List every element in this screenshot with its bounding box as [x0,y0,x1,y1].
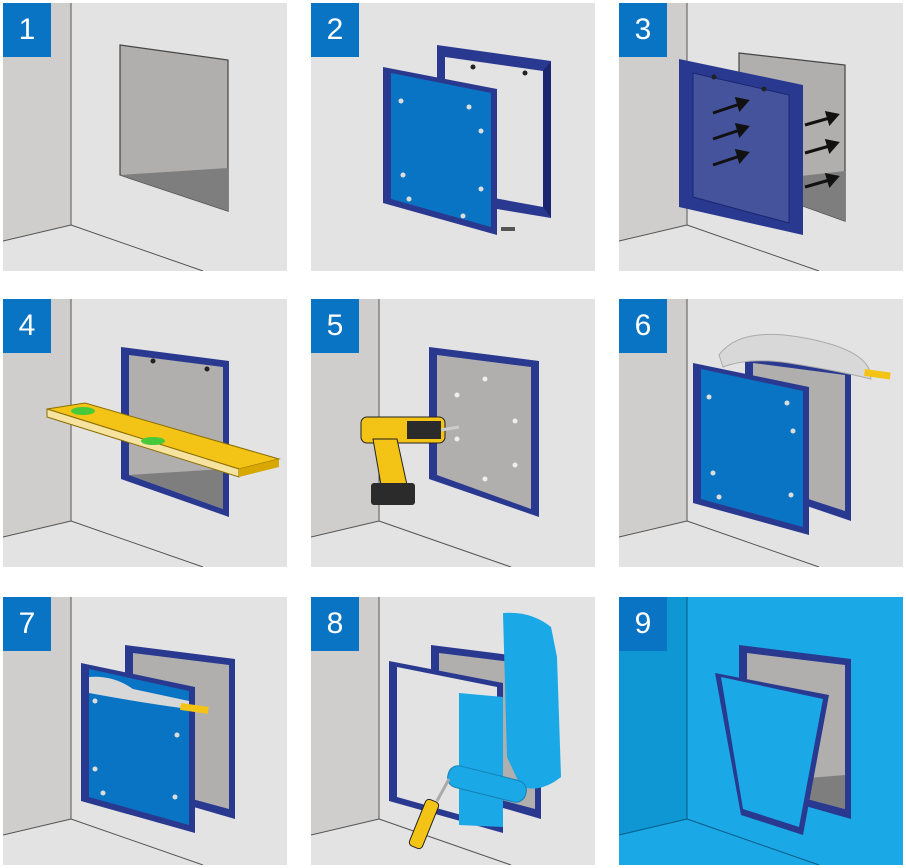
step-5-panel: 5 [311,299,595,567]
step-number-badge: 6 [619,299,667,353]
step-8-panel: 8 [311,597,595,865]
step-number-badge: 4 [3,299,51,353]
step-number-badge: 2 [311,3,359,57]
painting-illustration [311,597,595,865]
step-9-panel: 9 [619,597,903,865]
step-2-panel: 2 [311,3,595,271]
screwing-illustration [311,299,595,567]
step-number-badge: 1 [3,3,51,57]
step-6-panel: 6 [619,299,903,567]
step-4-panel: 4 [3,299,287,567]
step-number-badge: 9 [619,597,667,651]
step-number-badge: 3 [619,3,667,57]
frame-insertion-illustration [619,3,903,271]
step-number-badge: 7 [3,597,51,651]
hatch-parts-illustration [311,3,595,271]
step-3-panel: 3 [619,3,903,271]
step-1-panel: 1 [3,3,287,271]
step-number-badge: 8 [311,597,359,651]
step-7-panel: 7 [3,597,287,865]
step-number-badge: 5 [311,299,359,353]
wall-opening-illustration [3,3,287,271]
tape-illustration [3,597,287,865]
finished-hatch-illustration [619,597,903,865]
